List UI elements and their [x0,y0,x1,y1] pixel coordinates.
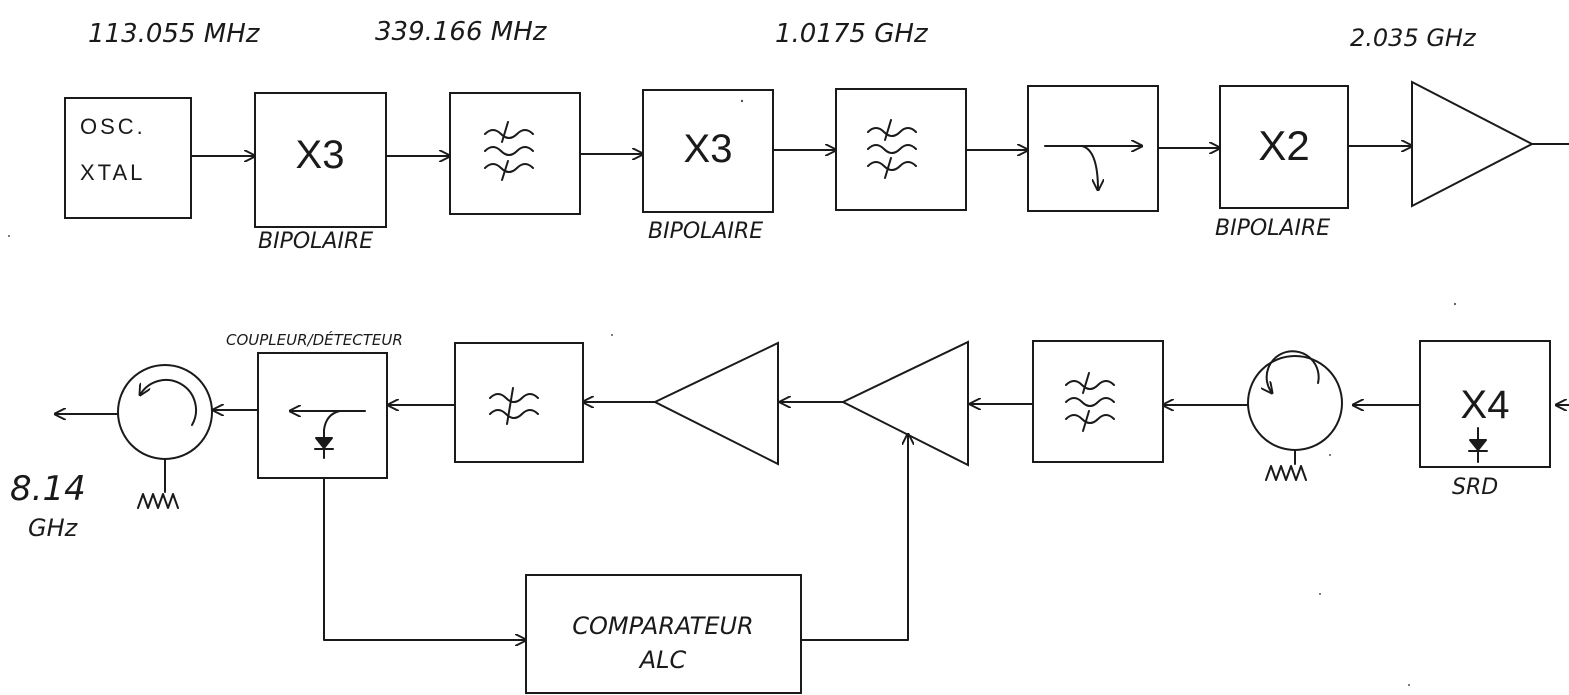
resistor-load-icon-right [1265,465,1307,481]
bipolaire-label-2: BIPOLAIRE [648,219,763,244]
crystal-oscillator-block [64,97,192,219]
speck [1329,454,1331,456]
speck [8,235,10,237]
comparator-to-amplifier-control-line [800,434,908,641]
bipolaire-label-3: BIPOLAIRE [1215,216,1330,241]
isolator-arrow-right [1267,350,1320,393]
comparator-label: COMPARATEUR [572,612,753,640]
isolator-arrow-left [140,378,197,426]
output-frequency-unit: GHz [28,514,79,542]
amplifier-triangle-alc [840,340,969,467]
coupler-detector-block [257,352,388,479]
coupler-detector-tap [323,410,341,431]
detector-to-comparator-line [323,477,526,640]
freq-label-2ghz: 2.035 GHz [1350,24,1477,52]
alc-label: ALC [638,646,687,674]
coupler-detector-label: COUPLEUR/DÉTECTEUR [226,330,403,349]
bipolaire-label-1: BIPOLAIRE [258,229,373,254]
multiplier-x4-srd-block [1419,340,1551,468]
bandpass-filter-icon-3 [1065,372,1115,432]
srd-diode-icon [1468,427,1488,463]
speck [740,99,744,103]
freq-label-339mhz: 339.166 MHz [375,17,548,47]
bandpass-filter-icon-2 [867,119,917,179]
bandpass-filter-block-4 [454,342,584,463]
multiplier-x3-label-2: X3 [684,127,733,171]
output-frequency-value: 8.14 [10,469,86,509]
multiplier-x4-label: X4 [1461,383,1510,427]
freq-label-113mhz: 113.055 MHz [88,19,261,49]
isolator-circle-right [1247,355,1343,451]
multiplier-x3-block-1 [254,92,387,228]
detector-diode-icon [314,429,334,459]
freq-label-1ghz: 1.0175 GHz [775,19,929,49]
speck [611,334,613,336]
xtal-label: XTAL [80,160,145,185]
speck [1408,684,1410,686]
bandpass-filter-icon-1 [484,121,534,181]
resistor-load-icon-left [137,493,179,509]
amplifier-triangle-left [652,341,779,466]
osc-label: OSC. [80,114,146,139]
alc-comparator-block [525,574,802,694]
srd-label: SRD [1452,475,1498,500]
directional-coupler-block [1027,85,1159,212]
multiplier-x2-label: X2 [1258,122,1309,169]
amplifier-triangle-top [1411,80,1535,208]
coupler-tap-arrow [1081,145,1098,190]
bandpass-filter-icon-4 [489,387,539,425]
speck [1319,593,1321,595]
bandpass-filter-block-2 [835,88,967,211]
speck [1453,302,1457,306]
multiplier-x3-label-1: X3 [296,133,345,177]
